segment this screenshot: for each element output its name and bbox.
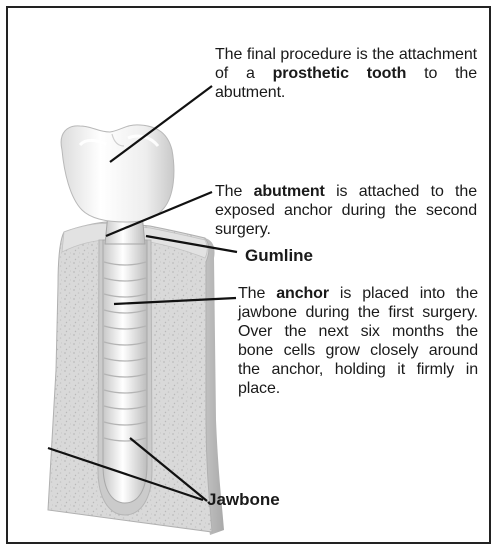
anchor-text-pre: The — [238, 285, 276, 302]
gumline-label: Gumline — [245, 246, 313, 266]
prosthetic-crown — [61, 125, 174, 222]
abutment-text-bold: abutment — [254, 183, 325, 200]
abutment-description: The abutment is attached to the exposed … — [215, 182, 477, 239]
jawbone-label: Jawbone — [207, 490, 280, 510]
prosthetic-text-bold: prosthetic tooth — [273, 65, 407, 82]
prosthetic-tooth-description: The final procedure is the attachment of… — [215, 45, 477, 102]
anchor-description: The anchor is placed into the jawbone du… — [238, 284, 478, 398]
anchor-text-bold: anchor — [276, 285, 329, 302]
abutment-text-pre: The — [215, 183, 254, 200]
